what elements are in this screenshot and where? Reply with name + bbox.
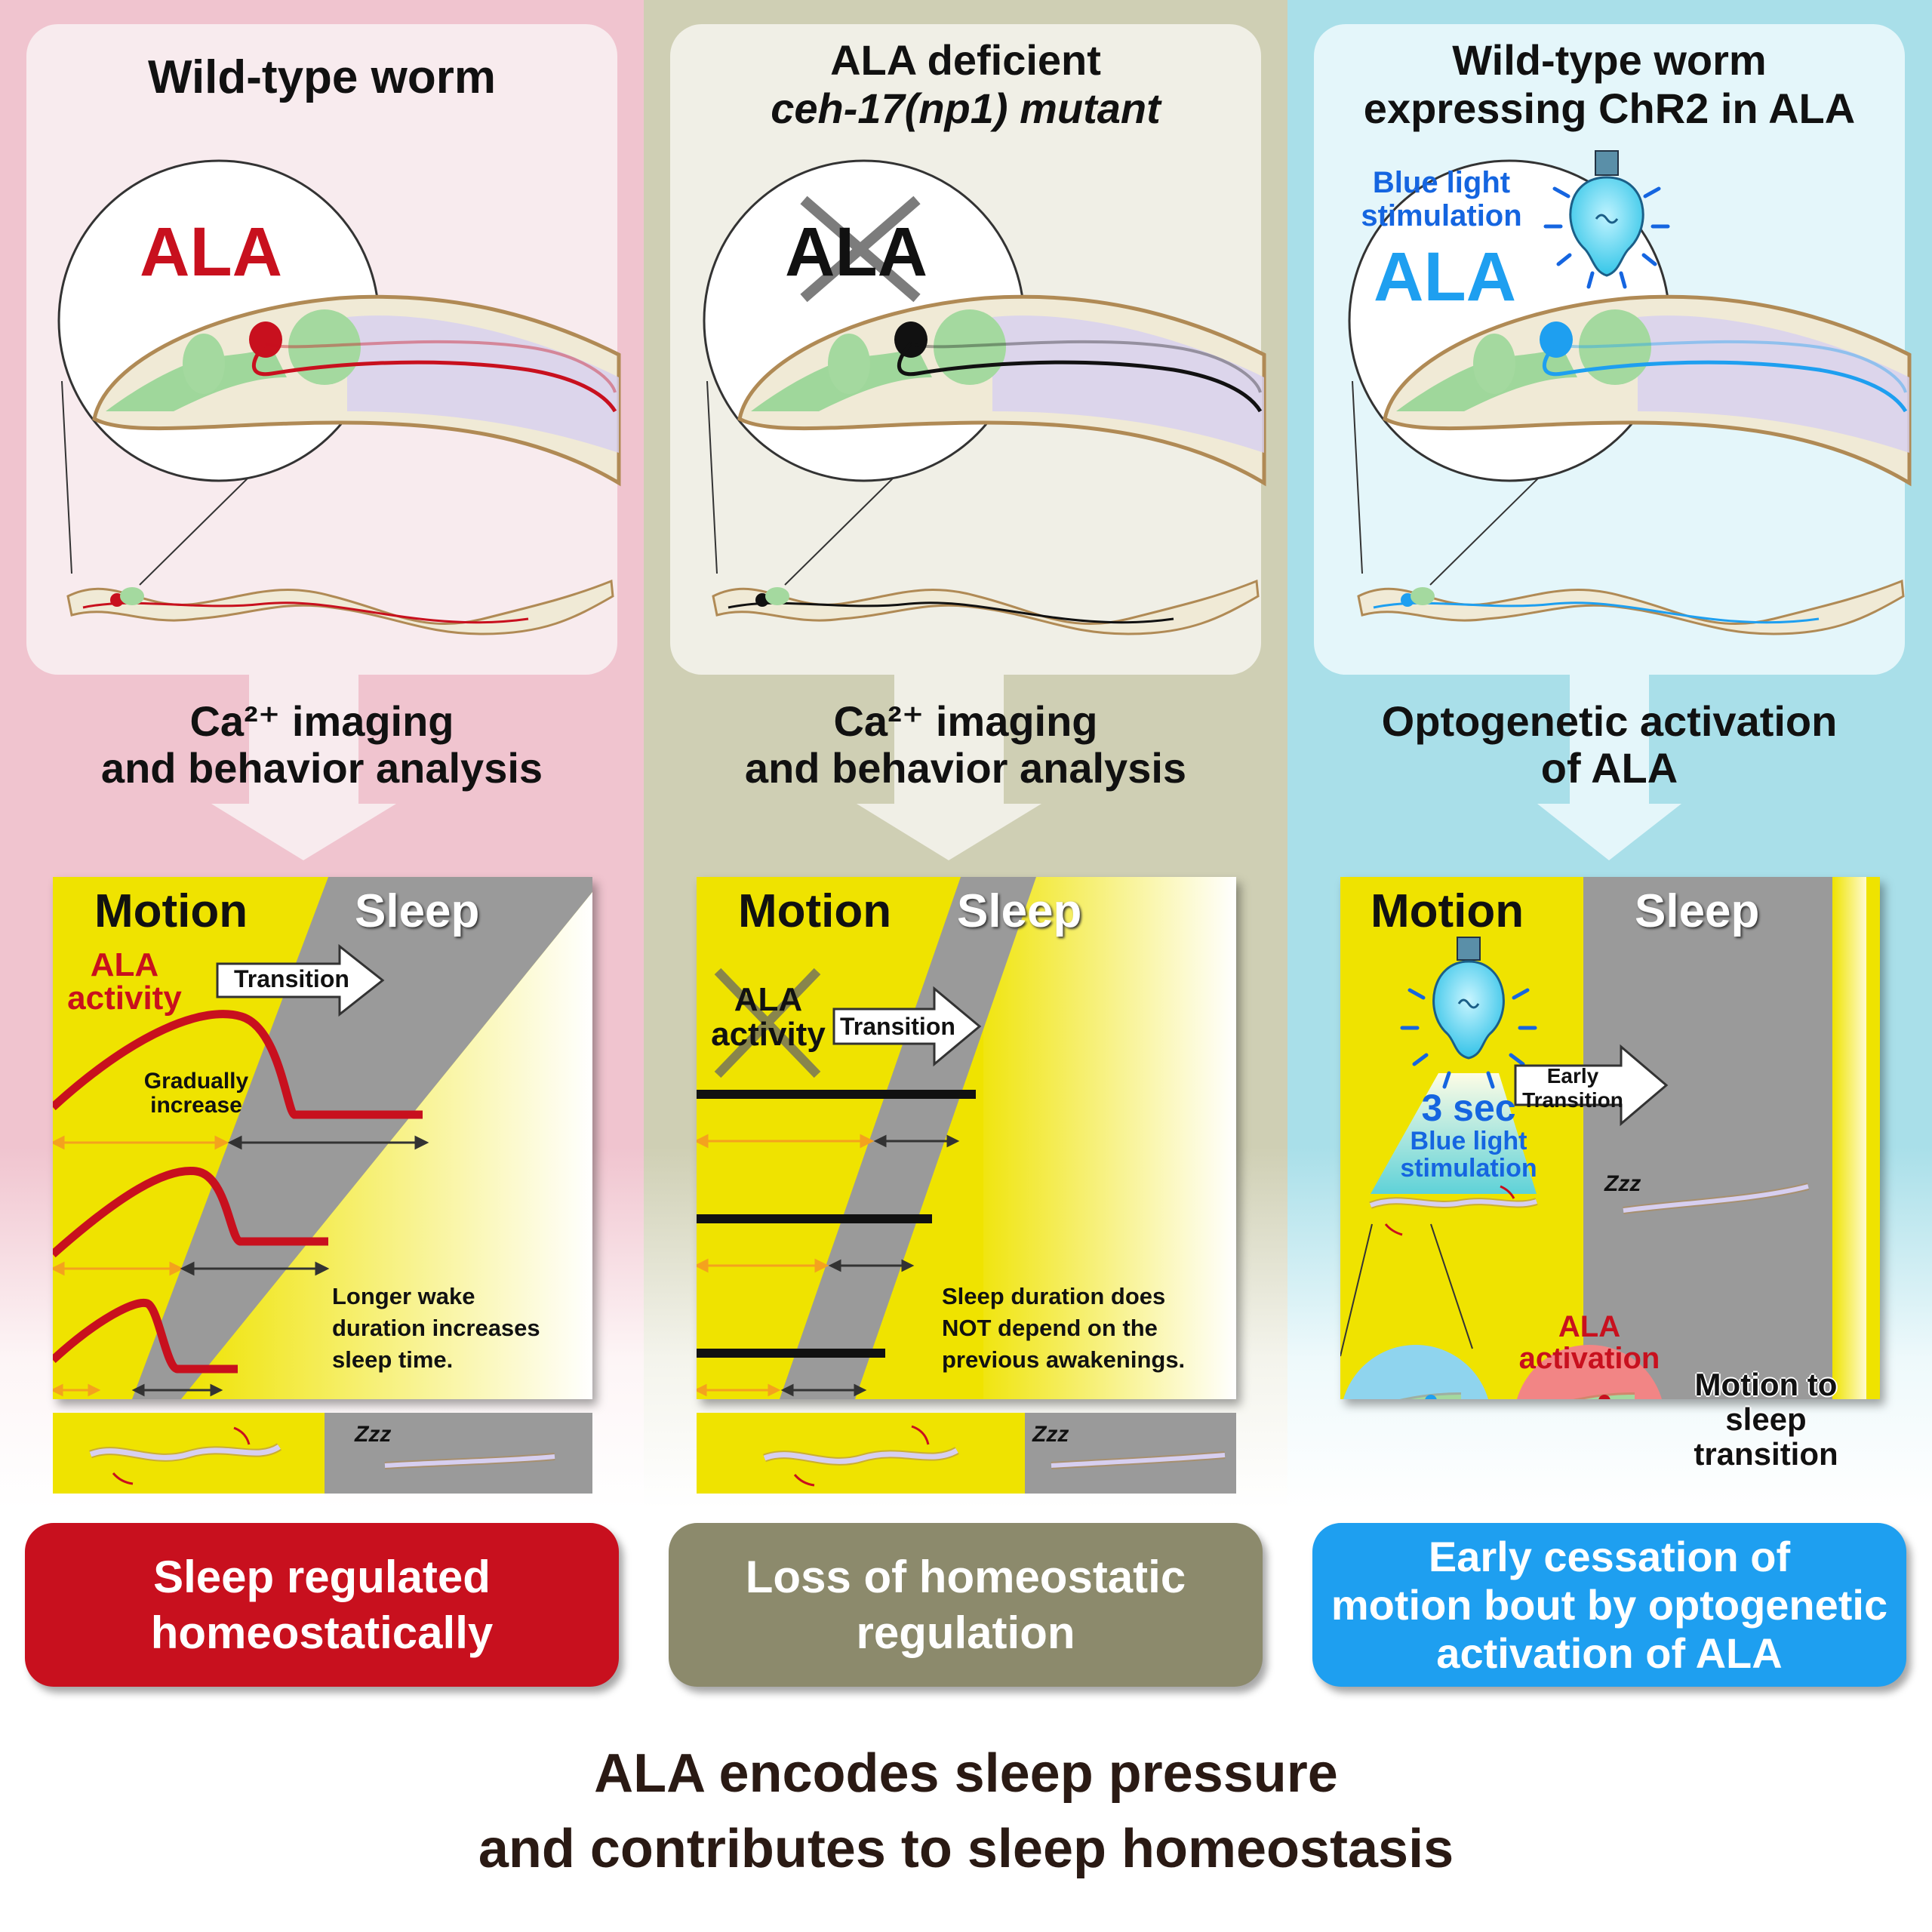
motion-label: Motion: [94, 885, 248, 937]
conclusion: ALA encodes sleep pressure and contribut…: [478, 1743, 1454, 1879]
sleep-label: Sleep: [957, 885, 1082, 937]
column-3-method: Optogenetic activation of ALA: [1381, 697, 1838, 792]
zzz-label: Zzz: [355, 1422, 392, 1447]
column-1-title: Wild-type worm: [147, 51, 496, 103]
ala-activity-label: ALA activity: [711, 981, 826, 1053]
panel-note: Longer wake duration increases sleep tim…: [332, 1283, 540, 1373]
column-1-method: Ca²⁺ imaging and behavior analysis: [100, 697, 543, 792]
column-3-zoom: [1348, 150, 1912, 635]
column-1-ala-label: ALA: [140, 214, 283, 291]
motion-label: Motion: [1371, 885, 1524, 937]
gradually-increase-label: Gradually increase: [143, 1069, 249, 1118]
sleep-label: Sleep: [1635, 885, 1760, 937]
motion-to-sleep-label: Motion to sleep transition: [1694, 1367, 1838, 1472]
transition-arrow: [216, 943, 385, 1017]
flow-arrows: [211, 672, 1681, 860]
column-2-method: Ca²⁺ imaging and behavior analysis: [744, 697, 1187, 792]
sleep-label: Sleep: [355, 885, 480, 937]
column-2-down-arrow: [857, 672, 1041, 860]
column-2-panel: Motion Sleep ALA activity Transition Sle…: [697, 877, 1236, 1399]
light-bulb-icon: [1432, 960, 1505, 1060]
motion-label: Motion: [738, 885, 892, 937]
zzz-label: Zzz: [1032, 1422, 1069, 1447]
stim-label: 3 sec Blue light stimulation: [1400, 1087, 1537, 1183]
transition-label: Transition: [234, 965, 349, 992]
column-3-panel: Motion Sleep 3 sec Blue light stimulatio…: [1340, 877, 1880, 1399]
transition-label: Transition: [840, 1013, 955, 1040]
cross-icon: [714, 968, 821, 1078]
column-3-ala-label: ALA: [1374, 238, 1517, 315]
blue-light-label: Blue light stimulation: [1361, 166, 1522, 232]
column-1-down-arrow: [211, 672, 396, 860]
column-1-strip: Zzz: [53, 1413, 592, 1494]
column-2-ala-label: ALA: [785, 214, 928, 291]
light-bulb-icon: [1543, 150, 1670, 289]
column-2-title: ALA deficient ceh-17(np1) mutant: [771, 36, 1161, 132]
column-1-panel: Motion Sleep ALA activity Transition Gra…: [53, 877, 592, 1399]
column-3-down-arrow: [1537, 672, 1681, 860]
column-2-zoom: [703, 159, 1266, 635]
early-transition-label: Early Transition: [1522, 1064, 1623, 1112]
cross-icon: [800, 195, 921, 303]
ala-activity-label: ALA activity: [67, 946, 182, 1017]
panel-note: Sleep duration does NOT depend on the pr…: [942, 1283, 1186, 1373]
column-2-strip: Zzz: [697, 1413, 1236, 1494]
column-3-title: Wild-type worm expressing ChR2 in ALA: [1363, 36, 1856, 132]
column-1-zoom: [57, 159, 621, 635]
zzz-label: Zzz: [1604, 1171, 1641, 1196]
ala-activation-label: ALA activation: [1518, 1310, 1660, 1375]
worm-illustrations: [57, 150, 1912, 635]
